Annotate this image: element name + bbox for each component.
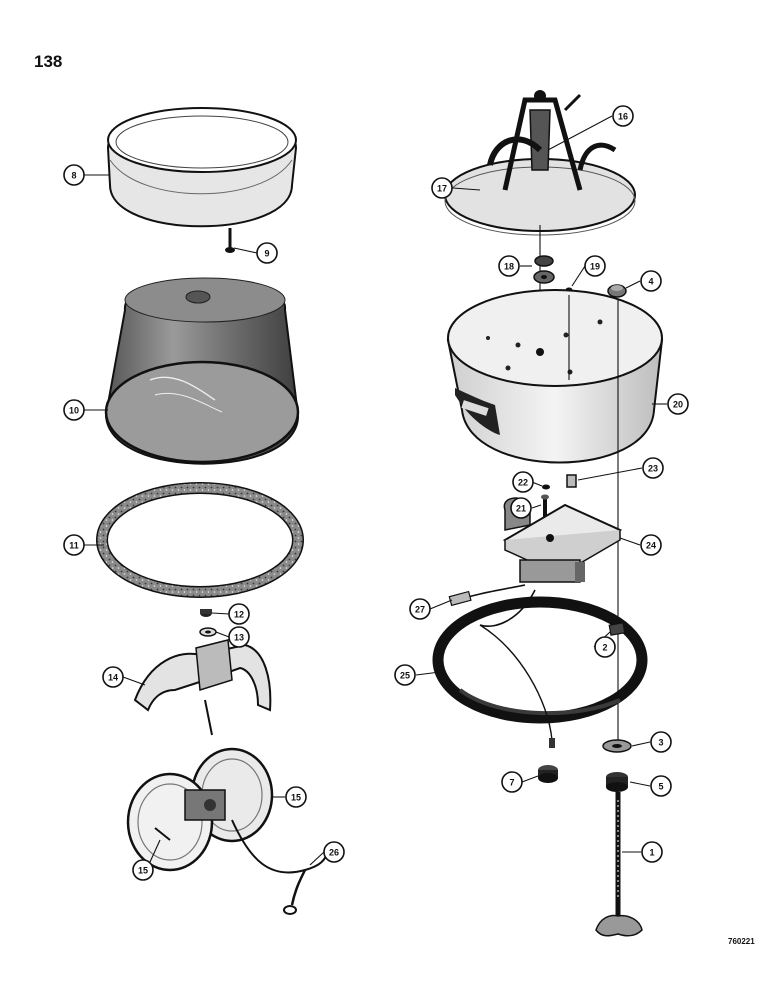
reflector-bracket [133,639,272,736]
callout-7: 7 [501,771,523,793]
callout-label: 13 [234,633,244,643]
callout-label: 12 [234,610,244,620]
page-number: 138 [34,52,63,71]
figure-code: 760221 [728,937,755,946]
callout-25: 25 [394,664,416,686]
ground-wire-lead [231,819,329,915]
callout-10: 10 [63,399,85,421]
callout-11: 11 [63,534,85,556]
callout-24: 24 [640,534,662,556]
spacer [566,474,577,488]
callout-label: 21 [516,504,526,514]
callout-label: 17 [437,184,447,194]
callout-27: 27 [409,598,431,620]
callout-label: 24 [646,541,656,551]
callout-label: 5 [658,782,663,792]
amber-lens-dome [104,277,300,465]
callout-label: 18 [504,262,514,272]
callout-label: 23 [648,464,658,474]
callout-1: 1 [641,841,663,863]
callout-22: 22 [512,471,534,493]
callout-19: 19 [584,255,606,277]
callout-label: 2 [602,643,607,653]
callout-9: 9 [256,242,278,264]
grommet-washer [602,739,632,753]
callout-18: 18 [498,255,520,277]
wiring-harness [448,584,555,748]
callout-label: 14 [108,673,118,683]
rubber-grommet [606,772,628,792]
wire-clip [608,622,626,636]
callout-label: 19 [590,262,600,272]
callout-label: 26 [329,848,339,858]
callout-label: 20 [673,400,683,410]
callout-23: 23 [642,457,664,479]
acorn-nut [607,284,627,298]
lens-retaining-ring [106,107,298,228]
callout-label: 4 [648,277,653,287]
callout-label: 25 [400,671,410,681]
callout-8: 8 [63,164,85,186]
lens-gasket [96,482,304,598]
callout-label: 1 [649,848,654,858]
callout-3: 3 [650,731,672,753]
reflector-lamp-assembly [126,747,274,872]
callout-label: 16 [618,112,628,122]
callout-20: 20 [667,393,689,415]
callout-label: 10 [69,406,79,416]
callout-label: 9 [264,249,269,259]
callout-17: 17 [431,177,453,199]
callout-label: 15 [291,793,301,803]
callout-label: 11 [69,541,79,551]
callout-4: 4 [640,270,662,292]
callout-2: 2 [594,636,616,658]
callout-15: 15 [132,859,154,881]
callout-label: 15 [138,866,148,876]
base-gasket-ring [432,596,648,724]
callout-label: 8 [71,171,76,181]
callout-label: 27 [415,605,425,615]
callout-21: 21 [510,497,532,519]
callout-16: 16 [612,105,634,127]
rubber-pad [538,765,558,783]
callout-label: 3 [658,738,663,748]
mounting-t-bolt [595,792,643,937]
callout-label: 22 [518,478,528,488]
callout-12: 12 [228,603,250,625]
leader-lines [84,115,667,866]
callout-13: 13 [228,626,250,648]
light-housing-base [446,289,664,464]
callout-15: 15 [285,786,307,808]
washer [199,627,217,637]
nut [200,609,212,617]
callout-5: 5 [650,775,672,797]
ring-screw [225,228,235,253]
lock-washer [542,484,550,490]
callout-14: 14 [102,666,124,688]
motor-nuts [533,255,555,284]
motor-bracket [487,90,617,191]
callout-label: 7 [509,778,514,788]
callout-26: 26 [323,841,345,863]
